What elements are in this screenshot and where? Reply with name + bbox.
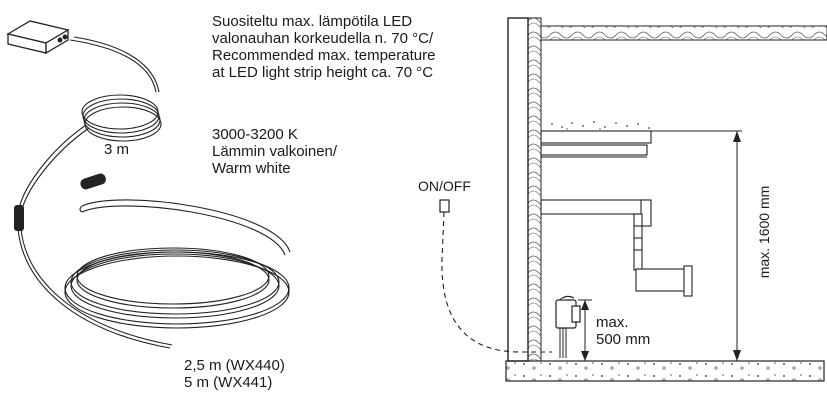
on-off-label: ON/OFF <box>418 178 471 194</box>
end-cap <box>80 173 106 190</box>
lower-bench <box>540 199 693 297</box>
upper-bench <box>540 130 652 158</box>
led-strip-coil <box>64 199 291 329</box>
color-note-line: Lämmin valkoinen/ <box>212 143 338 160</box>
control-unit <box>555 295 581 329</box>
wall-post <box>507 17 529 362</box>
temperature-note-line: valonauhan korkeudella n. 70 °C/ <box>212 30 434 47</box>
ceiling <box>540 25 827 41</box>
temperature-note: Suositeltu max. lämpötila LED valonauhan… <box>212 13 435 81</box>
control-dimension <box>578 299 592 361</box>
driver-box <box>6 20 70 55</box>
control-wires <box>559 328 567 358</box>
strip-length-label: 2,5 m (WX440) <box>184 357 285 374</box>
color-note: 3000-3200 K Lämmin valkoinen/ Warm white <box>212 126 337 177</box>
floor <box>505 360 825 382</box>
on-off-switch <box>439 199 450 213</box>
strip-length-labels: 2,5 m (WX440) 5 m (WX441) <box>184 357 285 391</box>
color-note-line: Warm white <box>212 160 291 177</box>
control-max-label: 500 mm <box>596 331 651 348</box>
cable-connector <box>14 205 24 231</box>
control-max-labels: max. 500 mm <box>596 314 650 348</box>
color-note-line: 3000-3200 K <box>212 126 298 143</box>
led-glow <box>551 121 650 130</box>
control-max-label: max. <box>596 314 629 331</box>
temperature-note-line: at LED light strip height ca. 70 °C <box>212 64 434 81</box>
height-dimension <box>651 130 742 361</box>
switch-cable <box>441 211 552 353</box>
supply-cable <box>17 36 173 349</box>
wall-panel <box>527 17 542 362</box>
strip-length-label: 5 m (WX441) <box>184 374 273 391</box>
temperature-note-line: Recommended max. temperature <box>212 47 436 64</box>
temperature-note-line: Suositeltu max. lämpötila LED <box>212 13 413 30</box>
cable-length-label: 3 m <box>104 141 130 158</box>
max-height-label: max. 1600 mm <box>756 185 772 279</box>
